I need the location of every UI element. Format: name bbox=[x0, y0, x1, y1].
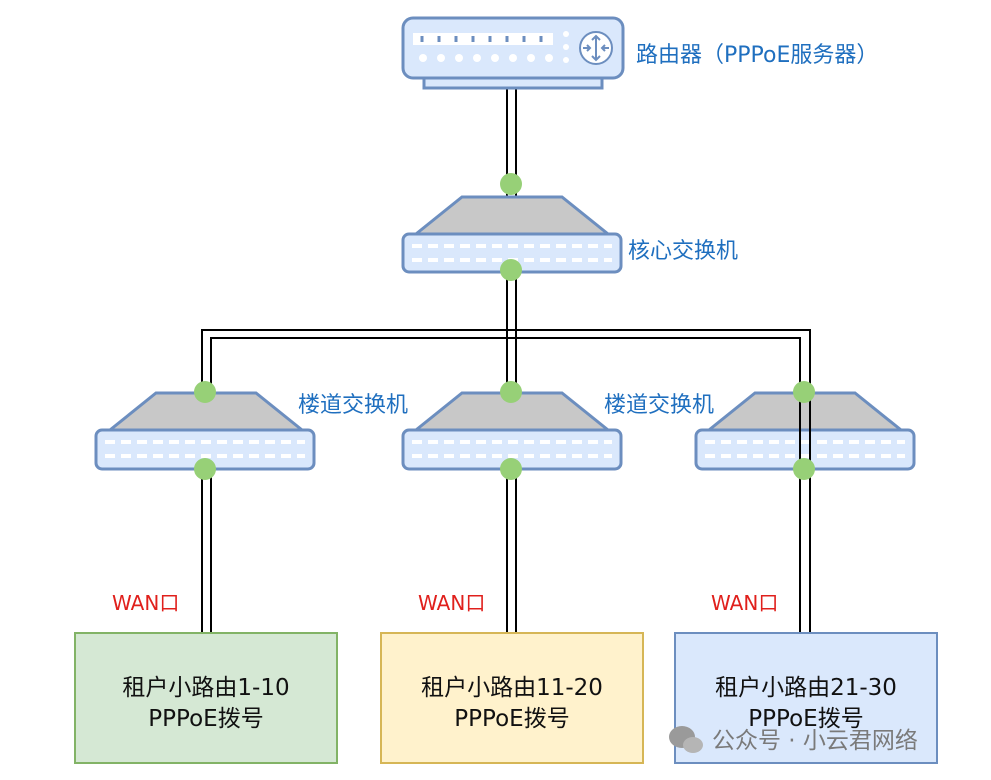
link-dots bbox=[194, 173, 815, 480]
watermark-text: 公众号 · 小云君网络 bbox=[712, 728, 918, 754]
link-dot bbox=[500, 458, 522, 480]
wan-label-1: WAN口 bbox=[112, 591, 179, 615]
link-dot bbox=[194, 381, 216, 403]
tenant-box-2-line2: PPPoE拨号 bbox=[454, 706, 569, 732]
wan-label-2: WAN口 bbox=[418, 591, 485, 615]
tenant-box-1-line1: 租户小路由1-10 bbox=[122, 675, 289, 701]
router-device bbox=[401, 16, 625, 90]
tenant-box-3-line1: 租户小路由21-30 bbox=[715, 675, 897, 701]
wechat-icon bbox=[669, 726, 703, 753]
floor-switch-label-1: 楼道交换机 bbox=[298, 393, 408, 418]
tenant-box-2 bbox=[380, 632, 644, 764]
floor-switch-3-device bbox=[694, 391, 916, 471]
link-dot bbox=[793, 458, 815, 480]
link-dot bbox=[500, 259, 522, 281]
floor-switch-label-2: 楼道交换机 bbox=[604, 393, 714, 418]
link-dot bbox=[194, 458, 216, 480]
tenant-box-2-line1: 租户小路由11-20 bbox=[421, 675, 603, 701]
wan-label-3: WAN口 bbox=[711, 591, 778, 615]
link-dot bbox=[500, 381, 522, 403]
floor-switch-1-device bbox=[94, 391, 316, 471]
tenant-box-3 bbox=[674, 632, 938, 764]
router-label: 路由器（PPPoE服务器） bbox=[636, 43, 878, 68]
floor-switch-2-device bbox=[401, 391, 623, 471]
link-dot bbox=[500, 173, 522, 195]
tenant-box-1 bbox=[74, 632, 338, 764]
router-leds bbox=[419, 31, 569, 63]
tenant-box-3-line2: PPPoE拨号 bbox=[748, 706, 863, 732]
core-switch-label: 核心交换机 bbox=[628, 239, 738, 264]
tenant-box-1-line2: PPPoE拨号 bbox=[148, 706, 263, 732]
link-dot bbox=[793, 381, 815, 403]
router-ports bbox=[413, 33, 553, 45]
cables bbox=[201, 84, 811, 634]
